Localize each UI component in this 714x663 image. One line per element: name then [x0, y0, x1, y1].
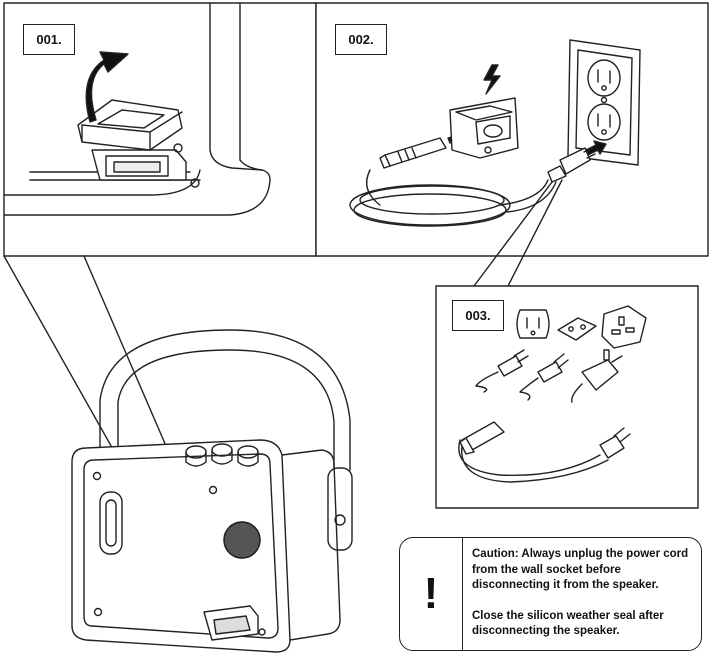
exclamation-icon: !	[423, 569, 439, 618]
caution-divider	[462, 538, 463, 650]
speaker-illustration	[71, 329, 353, 653]
wall-plug	[559, 147, 591, 175]
zoom-lines-002	[473, 179, 563, 287]
lightning-bolt-icon	[483, 64, 501, 95]
caution-box: ! Caution: Always unplug the power cord …	[399, 537, 702, 651]
step-label-001: 001.	[23, 24, 75, 55]
panel-002-illustration	[349, 39, 641, 227]
caution-paragraph: Close the silicon weather seal after dis…	[472, 609, 664, 638]
caution-paragraph: Caution: Always unplug the power cord fr…	[472, 548, 689, 591]
panel-003-illustration	[458, 305, 647, 483]
panel-001-illustration	[3, 3, 271, 216]
screw	[173, 143, 183, 153]
caution-text: Caution: Always unplug the power cord fr…	[472, 547, 700, 655]
step-label-002: 002.	[335, 24, 387, 55]
screw	[190, 178, 200, 188]
step-label-003: 003.	[452, 300, 504, 331]
curved-arrow-icon	[85, 51, 129, 123]
